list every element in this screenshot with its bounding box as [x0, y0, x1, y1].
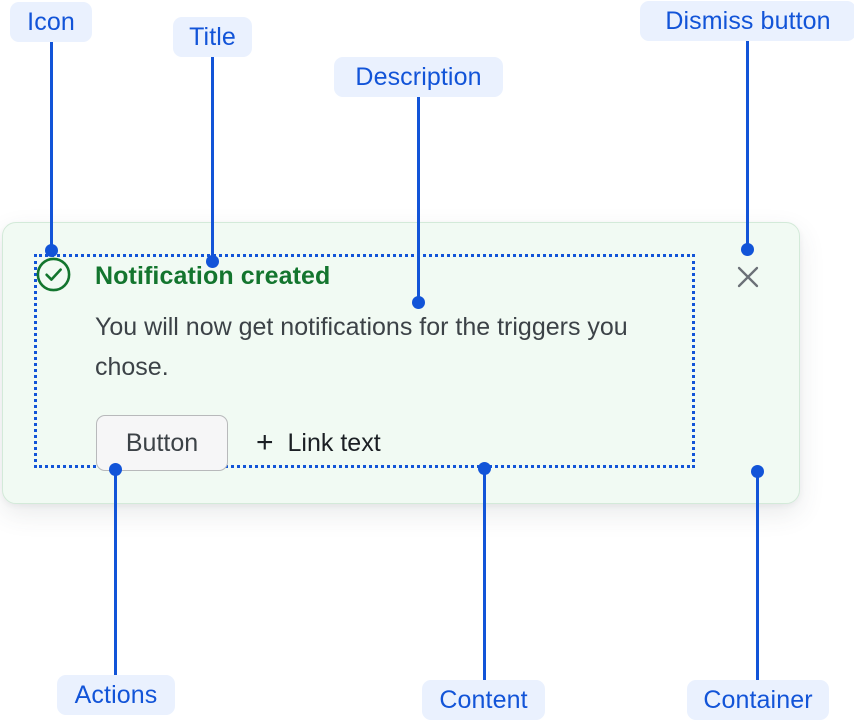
leader-dot-title — [206, 255, 219, 268]
annotation-pill-title: Title — [173, 17, 252, 57]
leader-dot-description — [412, 296, 425, 309]
leader-dot-actions — [109, 463, 122, 476]
leader-line-title — [211, 57, 214, 261]
annotation-pill-dismiss: Dismiss button — [640, 1, 854, 41]
plus-icon: + — [256, 426, 274, 459]
leader-dot-dismiss — [741, 243, 754, 256]
annotation-pill-content: Content — [422, 680, 545, 720]
leader-line-icon — [50, 42, 53, 250]
dismiss-button[interactable] — [730, 260, 766, 296]
annotation-pill-container: Container — [687, 680, 829, 720]
annotation-pill-icon: Icon — [10, 2, 92, 42]
content-bounds-outline — [34, 254, 695, 468]
leader-dot-icon — [45, 244, 58, 257]
leader-line-dismiss — [746, 41, 749, 249]
leader-line-description — [417, 97, 420, 302]
action-link[interactable]: + Link text — [256, 428, 381, 458]
annotation-pill-description: Description — [334, 57, 503, 97]
leader-dot-container — [751, 465, 764, 478]
leader-dot-content — [478, 462, 491, 475]
notification-description: You will now get notifications for the t… — [95, 313, 628, 381]
leader-line-content — [483, 474, 486, 680]
annotation-pill-actions: Actions — [57, 675, 175, 715]
action-link-label: Link text — [287, 428, 381, 457]
leader-line-container — [756, 477, 759, 680]
close-icon — [735, 264, 761, 293]
leader-line-actions — [114, 470, 117, 675]
action-button[interactable]: Button — [96, 415, 228, 471]
check-circle-icon — [36, 257, 71, 292]
notification-actions: Button + Link text — [96, 415, 381, 471]
